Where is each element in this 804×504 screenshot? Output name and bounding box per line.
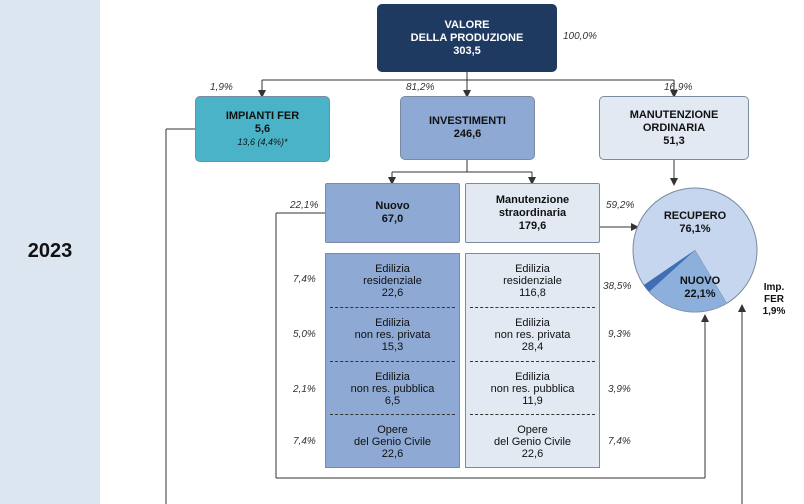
cell-value: 22,6 <box>381 447 404 460</box>
right-pct: 3,9% <box>608 384 631 395</box>
valore-pct: 100,0% <box>563 31 597 42</box>
left-pct: 7,4% <box>293 436 316 447</box>
pie-nuovo-title: NUOVO <box>679 275 721 287</box>
right-cell: Edilizia residenziale 116,8 <box>466 254 599 307</box>
recupero-title: RECUPERO <box>663 210 727 222</box>
valore-produzione-box: VALORE DELLA PRODUZIONE 303,5 <box>377 4 557 72</box>
pie-chart <box>632 187 758 313</box>
divider <box>470 361 595 362</box>
cell-line2: non res. privata <box>354 328 431 341</box>
pie-nuovo-value: 22,1% <box>684 288 716 300</box>
cell-line2: residenziale <box>503 274 562 287</box>
recupero-label: RECUPERO 76,1% <box>645 210 745 236</box>
pie-fer-line1: Imp. <box>763 282 785 293</box>
divider <box>470 307 595 308</box>
right-pct: 38,5% <box>603 281 632 292</box>
cell-value: 28,4 <box>521 340 544 353</box>
cell-value: 22,6 <box>381 286 404 299</box>
valore-line2: DELLA PRODUZIONE <box>410 31 524 44</box>
cell-line2: non res. pubblica <box>490 382 575 395</box>
pie-fer-value: 1,9% <box>762 306 786 317</box>
manutenzione-value: 51,3 <box>663 134 685 147</box>
cell-line1: Opere <box>377 423 408 436</box>
pie-fer-label: Imp. FER 1,9% <box>752 282 796 318</box>
recupero-value: 76,1% <box>679 223 711 235</box>
ms-line1: Manutenzione <box>495 193 570 206</box>
investimenti-title: INVESTIMENTI <box>428 115 506 127</box>
manutenzione-breakdown: Edilizia residenziale 116,8 Edilizia non… <box>465 253 600 468</box>
manutenzione-ordinaria-box: MANUTENZIONE ORDINARIA 51,3 <box>599 96 749 160</box>
cell-line2: del Genio Civile <box>493 435 572 448</box>
left-cell: Edilizia residenziale 22,6 <box>326 254 459 307</box>
pie-fer-line2: FER <box>764 294 784 305</box>
left-cell: Edilizia non res. privata 15,3 <box>326 308 459 361</box>
cell-line2: residenziale <box>363 274 422 287</box>
divider <box>330 361 455 362</box>
cell-line1: Edilizia <box>515 316 550 329</box>
fer-pct: 1,9% <box>210 82 233 93</box>
divider <box>470 414 595 415</box>
right-cell: Edilizia non res. pubblica 11,9 <box>466 362 599 415</box>
nuovo-value: 67,0 <box>381 213 404 225</box>
manutenzione-line1: MANUTENZIONE <box>629 108 719 121</box>
ms-line2: straordinaria <box>498 206 567 219</box>
divider <box>330 414 455 415</box>
fer-sub: 13,6 (4,4%)* <box>237 136 288 147</box>
cell-line1: Edilizia <box>515 262 550 275</box>
right-cell: Edilizia non res. privata 28,4 <box>466 308 599 361</box>
cell-line2: del Genio Civile <box>353 435 432 448</box>
left-cell: Edilizia non res. pubblica 6,5 <box>326 362 459 415</box>
investimenti-value: 246,6 <box>453 128 482 140</box>
pie-slice-fer <box>643 250 695 292</box>
cell-value: 11,9 <box>522 394 543 407</box>
cell-value: 22,6 <box>521 447 544 460</box>
nuovo-title: Nuovo <box>375 200 410 212</box>
cell-line1: Edilizia <box>375 316 410 329</box>
right-pct: 7,4% <box>608 436 631 447</box>
investimenti-pct: 81,2% <box>406 82 435 93</box>
valore-line1: VALORE <box>444 18 490 31</box>
fer-value: 5,6 <box>254 122 271 135</box>
cell-line1: Edilizia <box>515 370 550 383</box>
cell-value: 15,3 <box>381 340 404 353</box>
impianti-fer-box: IMPIANTI FER 5,6 13,6 (4,4%)* <box>195 96 330 162</box>
year-label: 2023 <box>27 240 73 262</box>
investimenti-box: INVESTIMENTI 246,6 <box>400 96 535 160</box>
cell-line1: Edilizia <box>375 370 410 383</box>
valore-value: 303,5 <box>453 44 481 57</box>
ms-pct: 59,2% <box>606 200 635 211</box>
fer-title: IMPIANTI FER <box>225 109 300 122</box>
cell-line2: non res. privata <box>494 328 571 341</box>
cell-value: 6,5 <box>384 394 401 407</box>
right-pct: 9,3% <box>608 329 631 340</box>
pie-slice-nuovo <box>648 249 728 313</box>
pie-nuovo-label: NUOVO 22,1% <box>670 275 730 301</box>
manutenzione-pct: 16,9% <box>664 82 693 93</box>
cell-line1: Edilizia <box>375 262 410 275</box>
ms-value: 179,6 <box>518 219 547 232</box>
sidebar-panel <box>0 0 100 504</box>
left-pct: 7,4% <box>293 274 316 285</box>
divider <box>330 307 455 308</box>
cell-line2: non res. pubblica <box>350 382 435 395</box>
nuovo-breakdown: Edilizia residenziale 22,6 Edilizia non … <box>325 253 460 468</box>
nuovo-pct: 22,1% <box>290 200 319 211</box>
left-cell: Opere del Genio Civile 22,6 <box>326 415 459 468</box>
nuovo-box: Nuovo 67,0 <box>325 183 460 243</box>
cell-line1: Opere <box>517 423 548 436</box>
manutenzione-line2: ORDINARIA <box>642 121 706 134</box>
left-pct: 5,0% <box>293 329 316 340</box>
left-pct: 2,1% <box>293 384 316 395</box>
cell-value: 116,8 <box>519 286 546 299</box>
right-cell: Opere del Genio Civile 22,6 <box>466 415 599 468</box>
manutenzione-straordinaria-box: Manutenzione straordinaria 179,6 <box>465 183 600 243</box>
